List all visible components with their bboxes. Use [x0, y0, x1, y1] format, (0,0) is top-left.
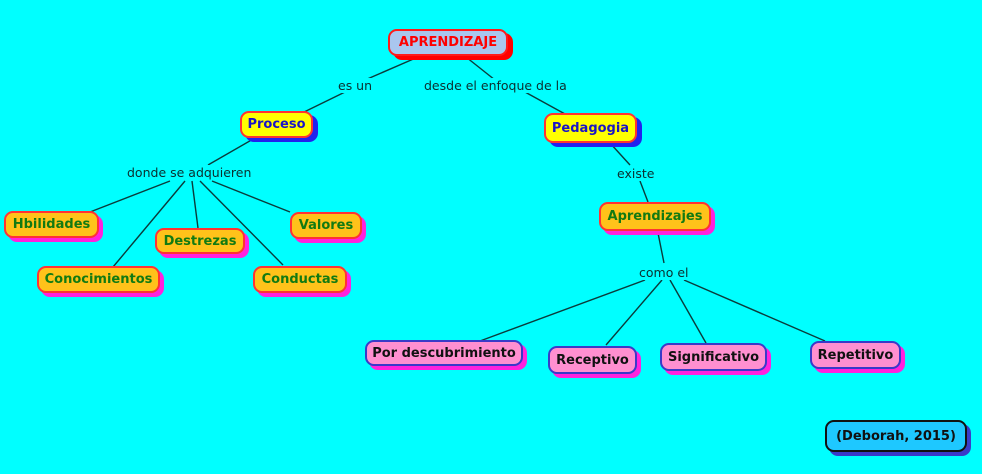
- concept-proceso[interactable]: Proceso: [240, 111, 313, 138]
- link-line: [479, 279, 646, 342]
- link-line: [465, 56, 496, 81]
- concept-receptivo[interactable]: Receptivo: [548, 346, 637, 374]
- concept-hbilidades[interactable]: Hbilidades: [4, 211, 99, 238]
- concept-aprendizaje-root[interactable]: APRENDIZAJE: [388, 29, 508, 56]
- link-line: [191, 180, 199, 229]
- concept-por-descubrimiento[interactable]: Por descubrimiento: [365, 340, 523, 366]
- concept-significativo[interactable]: Significativo: [660, 343, 767, 371]
- concept-valores[interactable]: Valores: [290, 212, 362, 239]
- concept-aprendizajes[interactable]: Aprendizajes: [599, 202, 711, 231]
- link-label-existe: existe: [615, 166, 657, 181]
- link-line: [639, 180, 649, 203]
- link-line: [657, 232, 665, 264]
- link-line: [524, 91, 566, 115]
- link-label-como-el: como el: [637, 265, 691, 280]
- concept-conductas[interactable]: Conductas: [253, 266, 347, 293]
- link-line: [199, 180, 284, 266]
- concept-repetitivo[interactable]: Repetitivo: [810, 341, 901, 369]
- link-line: [364, 56, 419, 81]
- link-line: [211, 180, 291, 213]
- link-line: [683, 279, 826, 342]
- link-line: [89, 180, 171, 213]
- citation-box: (Deborah, 2015): [825, 420, 967, 452]
- link-line: [112, 180, 186, 268]
- link-line: [605, 279, 663, 346]
- link-line: [669, 279, 707, 344]
- concept-conocimientos[interactable]: Conocimientos: [37, 266, 160, 293]
- link-line: [207, 137, 256, 166]
- link-line: [299, 91, 346, 115]
- link-line: [609, 142, 631, 166]
- concept-destrezas[interactable]: Destrezas: [155, 228, 245, 254]
- concept-pedagogia[interactable]: Pedagogia: [544, 113, 637, 143]
- link-label-es-un: es un: [336, 78, 375, 93]
- link-label-donde-se-adquieren: donde se adquieren: [125, 165, 254, 180]
- link-label-desde-el-enfoque: desde el enfoque de la: [422, 78, 569, 93]
